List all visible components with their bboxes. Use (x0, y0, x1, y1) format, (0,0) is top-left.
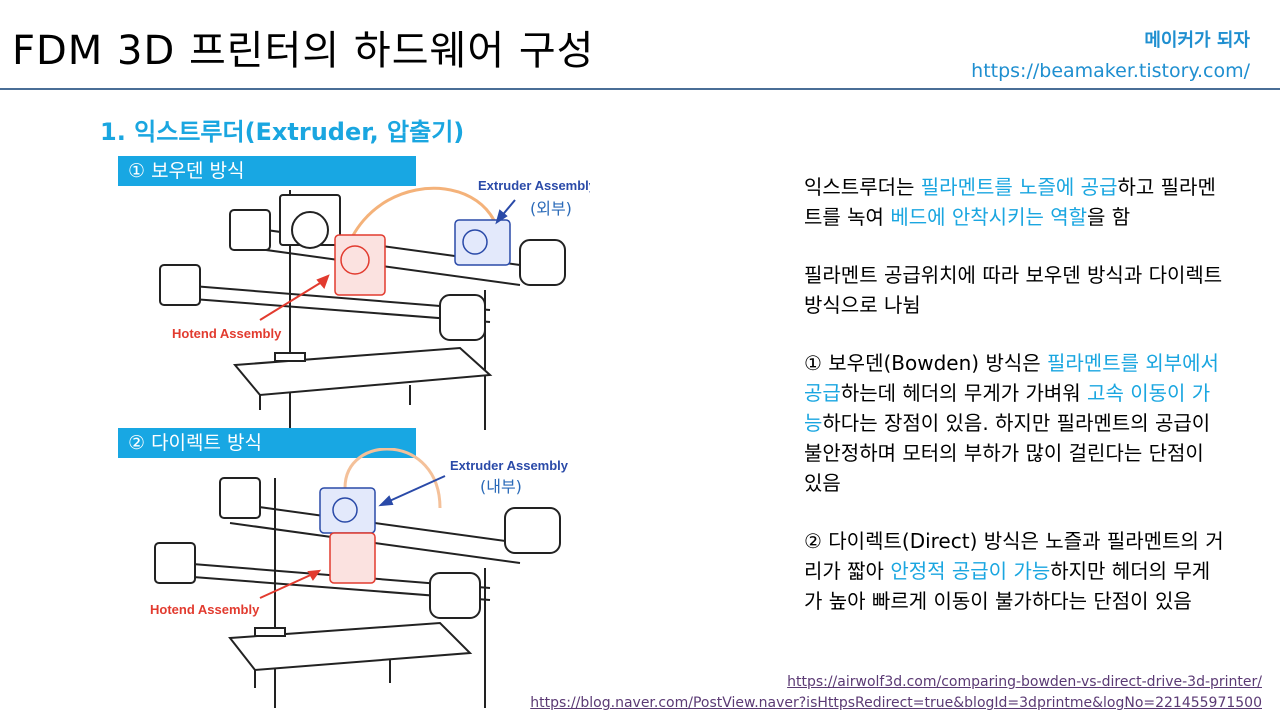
highlight-run: 베드에 안착시키는 역할 (890, 205, 1088, 229)
direct-hotend-label: Hotend Assembly (150, 602, 260, 617)
header-divider (0, 88, 1280, 90)
description-paragraph-3: ① 보우덴(Bowden) 방식은 필라멘트를 외부에서 공급하는데 헤더의 무… (804, 348, 1224, 498)
brand: 메이커가 되자 https://beamaker.tistory.com/ (971, 26, 1250, 86)
bowden-extruder-position: (외부) (530, 199, 572, 218)
reference-link-1[interactable]: https://airwolf3d.com/comparing-bowden-v… (787, 674, 1262, 690)
section-heading: 1. 익스트루더(Extruder, 압출기) (100, 118, 465, 146)
text-run: 하는데 헤더의 무게가 가벼워 (840, 381, 1088, 405)
highlight-run: 안정적 공급이 가능 (890, 559, 1051, 583)
text-run: 하고 필라멘트를 녹여 (804, 175, 1216, 229)
direct-extruder-label: Extruder Assembly (450, 458, 569, 473)
text-run: ① 보우덴(Bowden) 방식은 (804, 351, 1047, 375)
description-paragraph-2: 필라멘트 공급위치에 따라 보우덴 방식과 다이렉트 방식으로 나뉨 (804, 263, 1223, 317)
brand-name: 메이커가 되자 (1144, 30, 1250, 51)
text-run: 을 함 (1087, 205, 1131, 229)
text-run: ② 다이렉트(Direct) 방식은 노즐과 필라멘트의 거리가 짧아 (804, 529, 1224, 583)
highlight-run: 필라멘트를 노즐에 공급 (920, 175, 1118, 199)
description-paragraph-1: 익스트루더는 필라멘트를 노즐에 공급하고 필라멘트를 녹여 베드에 안착시키는… (804, 172, 1224, 232)
highlight-run: 고속 이동이 가능 (804, 381, 1211, 435)
bowden-hotend-label: Hotend Assembly (172, 326, 282, 341)
direct-extruder-position: (내부) (480, 477, 522, 496)
description-paragraph-4: ② 다이렉트(Direct) 방식은 노즐과 필라멘트의 거리가 짧아 안정적 … (804, 526, 1224, 616)
bowden-extruder-label: Extruder Assembly (478, 178, 590, 193)
description: 익스트루더는 필라멘트를 노즐에 공급하고 필라멘트를 녹여 베드에 안착시키는… (804, 172, 1224, 630)
direct-diagram: Extruder Assembly (내부) Hotend Assembly (140, 448, 590, 708)
highlight-run: 필라멘트를 외부에서 공급 (804, 351, 1219, 405)
bowden-label: ① 보우덴 방식 (118, 156, 416, 186)
text-run: 익스트루더는 (804, 175, 921, 199)
references: https://airwolf3d.com/comparing-bowden-v… (530, 672, 1262, 714)
brand-url: https://beamaker.tistory.com/ (971, 60, 1250, 82)
reference-link-2[interactable]: https://blog.naver.com/PostView.naver?is… (530, 695, 1262, 711)
page-title: FDM 3D 프린터의 하드웨어 구성 (12, 28, 595, 74)
text-run: 하지만 헤더의 무게가 높아 빠르게 이동이 불가하다는 단점이 있음 (804, 559, 1211, 613)
bowden-diagram: Extruder Assembly (외부) Hotend Assembly (140, 170, 590, 430)
text-run: 하다는 장점이 있음. 하지만 필라멘트의 공급이 불안정하며 모터의 부하가 … (804, 411, 1211, 495)
